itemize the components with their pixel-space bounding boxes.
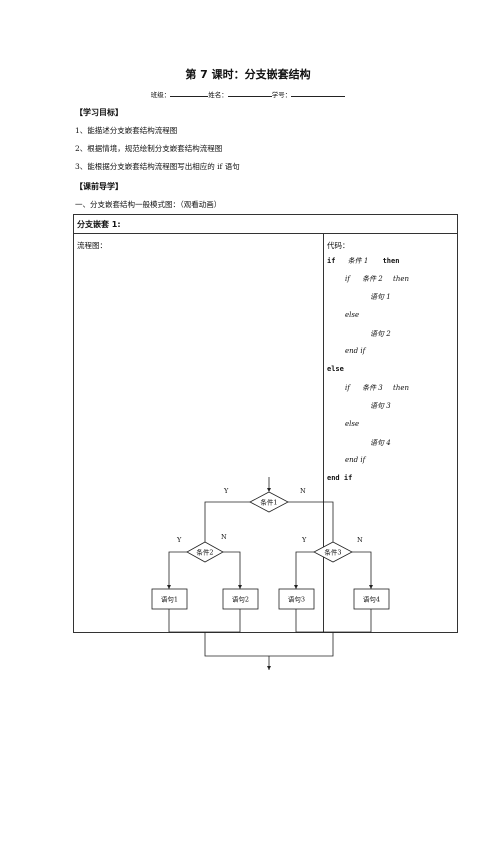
name-blank: [227, 89, 272, 97]
statement-3-label: 语句3: [287, 594, 304, 603]
code-line-7: else: [327, 365, 344, 373]
table-header: 分支嵌套 1:: [73, 214, 458, 234]
code-line-3: 语句 1: [370, 293, 391, 301]
code-cell: 代码： if 条件 1 then if 条件 2 then 语句 1 else …: [323, 233, 458, 633]
code-label: 代码：: [327, 241, 350, 250]
class-label: 班级：: [150, 91, 171, 99]
condition-1-diamond: [248, 491, 289, 512]
student-info-line: 班级： 姓名： 学号：: [0, 89, 496, 99]
name-label: 姓名：: [208, 91, 228, 99]
code-line-8: if 条件 3 then: [345, 383, 409, 393]
guide-heading: 【课前导学】: [75, 182, 123, 191]
no-label-3: N: [357, 536, 363, 544]
condition-2-label: 条件2: [196, 547, 213, 556]
nested-branch-table: 分支嵌套 1: 流程图：: [73, 214, 458, 670]
condition-3-diamond: [312, 541, 353, 562]
condition-1-label: 条件1: [260, 497, 277, 506]
page-title: 第 7 课时：分支嵌套结构: [185, 68, 311, 81]
no-label-2: N: [221, 533, 227, 541]
condition-2-diamond: [185, 541, 224, 562]
goal-item-1: 1、能描述分支嵌套结构流程图: [75, 126, 178, 135]
flowchart-cell: 流程图：: [73, 233, 389, 670]
guide-intro: 一、分支嵌套结构一般模式图：（观看动画）: [75, 200, 222, 209]
code-keyword: then: [393, 384, 409, 392]
code-line-1: if 条件 1 then: [327, 256, 399, 266]
code-keyword: then: [393, 275, 409, 283]
condition-3-label: 条件3: [324, 547, 341, 556]
code-keyword: if: [345, 275, 350, 283]
goal-item-2: 2、根据情境，规范绘制分支嵌套结构流程图: [75, 144, 223, 153]
statement-4-label: 语句4: [362, 594, 379, 603]
flowchart-label: 流程图：: [77, 241, 107, 250]
statement-4-box: [353, 588, 389, 609]
goals-heading: 【学习目标】: [75, 108, 123, 117]
yes-label-3: Y: [301, 536, 307, 544]
code-line-9: 语句 3: [370, 402, 391, 410]
no-label-1: N: [300, 487, 306, 495]
code-line-12: end if: [345, 456, 366, 464]
flowchart: 条件1 条件2 条件3 Y N Y N Y N 语句1 语句2 语句3 语句4: [151, 476, 389, 670]
code-line-5: 语句 2: [370, 330, 391, 338]
code-condition: 条件 2: [362, 275, 383, 283]
code-line-2: if 条件 2 then: [345, 274, 409, 284]
class-blank: [170, 89, 209, 97]
yes-label-2: Y: [176, 536, 182, 544]
statement-3-box: [278, 588, 314, 609]
code-line-11: 语句 4: [370, 439, 391, 447]
statement-1-box: [151, 588, 187, 609]
code-keyword: if: [345, 384, 350, 392]
code-line-4: else: [345, 311, 360, 319]
statement-1-label: 语句1: [160, 594, 177, 603]
statement-2-box: [222, 588, 258, 609]
code-keyword: then: [382, 257, 400, 265]
goal-item-3: 3、能根据分支嵌套结构流程图写出相应的 if 语句: [75, 162, 240, 171]
code-keyword: if: [327, 257, 336, 265]
code-condition: 条件 1: [347, 257, 369, 265]
number-label: 学号：: [271, 91, 292, 99]
code-condition: 条件 3: [362, 384, 383, 392]
code-line-6: end if: [345, 347, 366, 355]
number-blank: [291, 89, 346, 97]
statement-2-label: 语句2: [231, 594, 248, 603]
yes-label-1: Y: [223, 487, 229, 495]
code-line-10: else: [345, 420, 360, 428]
code-line-13: end if: [327, 474, 353, 482]
